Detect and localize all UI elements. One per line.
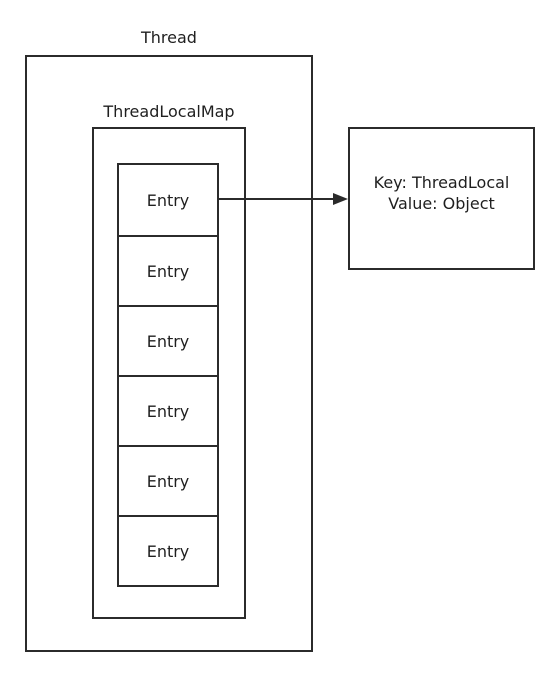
entry-cell: Entry [119, 445, 217, 515]
entry-cell: Entry [119, 515, 217, 585]
threadlocalmap-box [92, 127, 246, 619]
threadlocalmap-label: ThreadLocalMap [103, 102, 235, 121]
entry-cell: Entry [146, 190, 190, 210]
entry-value-text: Value: Object [388, 193, 495, 213]
entry-cell: Entry [119, 235, 217, 305]
entry-list: Entry Entry Entry Entry Entry Entry [117, 163, 219, 587]
thread-label: Thread [141, 28, 197, 47]
entry-cell: Entry [119, 305, 217, 375]
arrow-head-icon [333, 193, 348, 205]
entry-key-text: Key: ThreadLocal [373, 172, 510, 192]
entry-cell: Entry [119, 375, 217, 445]
entry-detail-box: Key: ThreadLocal Value: Object [348, 127, 535, 270]
thread-box [25, 55, 313, 652]
